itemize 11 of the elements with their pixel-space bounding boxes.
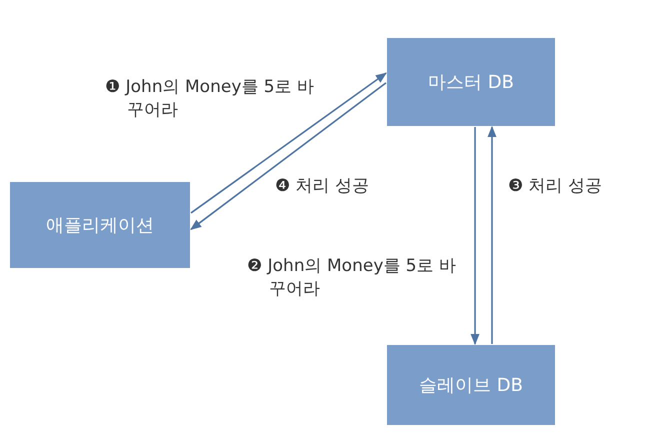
arrow [488,126,496,344]
arrow [190,82,386,230]
process-box: 애플리케이션 [10,182,190,268]
edge-label: ❸ 처리 성공 [508,175,604,198]
arrow [470,127,480,346]
edge-label: ❷ John의 Money를 5로 바꾸어라 [247,255,457,301]
process-box: 마스터 DB [387,38,555,126]
arrow [190,72,387,214]
edge-label: ❶ John의 Money를 5로 바꾸어라 [105,76,315,122]
edge-label: ❹ 처리 성공 [275,175,370,198]
process-box: 슬레이브 DB [387,345,555,425]
